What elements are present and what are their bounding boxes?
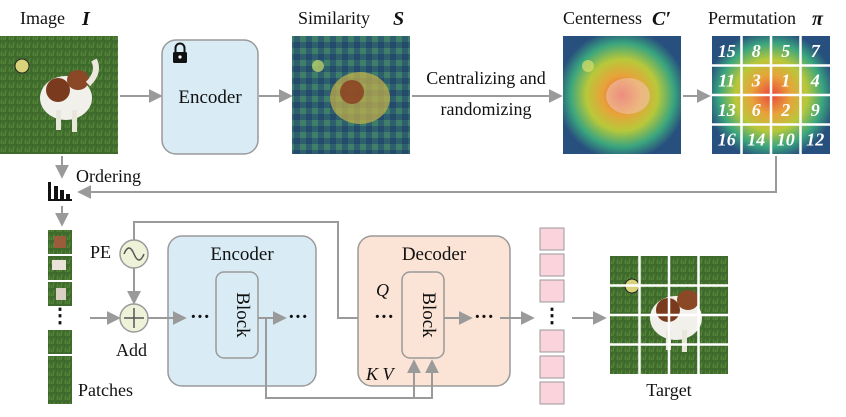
similarity-label: Similarity	[298, 8, 370, 28]
permutation-symbol: π	[812, 8, 824, 30]
sine-wave-icon	[119, 239, 149, 269]
lock-icon	[173, 42, 187, 63]
top-encoder-box	[161, 39, 259, 155]
similarity-map	[292, 36, 410, 154]
arrow-pe-to-decoder-query	[133, 221, 373, 325]
key-value-label: K V	[365, 364, 396, 384]
image-label: Image	[20, 8, 65, 28]
permutation-cell: 13	[718, 100, 736, 120]
encoder-block-label: Block	[232, 292, 253, 338]
decoder-ellipsis-right: ···	[474, 306, 494, 328]
patches-vdots: ⋮	[50, 305, 70, 327]
image-symbol: I	[81, 8, 91, 30]
encoder-ellipsis-right: ···	[288, 306, 308, 328]
output-token-column	[539, 227, 565, 405]
arrow-encoder-value	[266, 359, 439, 399]
permutation-cell: 2	[780, 100, 790, 120]
permutation-cell: 12	[806, 129, 824, 149]
top-encoder-label: Encoder	[178, 87, 242, 108]
input-image	[0, 36, 118, 154]
plus-circle-icon	[119, 303, 149, 333]
target-label: Target	[646, 380, 691, 400]
centerness-label: Centerness	[563, 8, 642, 28]
arrow-permutation-to-ordering	[77, 156, 777, 199]
permutation-cell: 3	[751, 70, 761, 90]
patches-column	[48, 230, 72, 404]
decoder-block	[401, 271, 445, 359]
centerness-map	[563, 36, 681, 154]
bottom-encoder-label: Encoder	[210, 244, 274, 265]
permutation-cell: 15	[718, 41, 736, 61]
permutation-cell: 1	[781, 70, 790, 90]
permutation-cell: 6	[752, 100, 761, 120]
decoder-ellipsis-left: ···	[374, 306, 394, 328]
centerness-symbol: C′	[652, 8, 671, 30]
centralizing-text-line1: Centralizing and	[426, 68, 545, 88]
decoder-label: Decoder	[402, 244, 467, 265]
permutation-cell: 11	[718, 70, 735, 90]
permutation-cell: 5	[781, 41, 790, 61]
ordering-label: Ordering	[76, 166, 141, 186]
centralizing-text-line2: randomizing	[441, 99, 532, 119]
permutation-label: Permutation	[708, 8, 796, 28]
sort-bars-icon	[48, 182, 72, 201]
tokens-vdots: ⋮	[542, 305, 562, 327]
query-label: Q	[376, 280, 389, 300]
target-image	[610, 256, 728, 374]
permutation-cell: 4	[810, 70, 820, 90]
add-label: Add	[116, 340, 147, 360]
permutation-cell: 16	[718, 129, 736, 149]
encoder-block	[215, 271, 259, 359]
pe-label: PE	[90, 242, 111, 262]
permutation-cell: 14	[747, 129, 765, 149]
permutation-cell: 7	[811, 41, 821, 61]
similarity-symbol: S	[393, 8, 404, 30]
permutation-cell: 9	[811, 100, 820, 120]
patches-label: Patches	[78, 380, 133, 400]
permutation-cell: 8	[752, 41, 761, 61]
decoder-block-label: Block	[418, 292, 439, 338]
encoder-ellipsis-left: ···	[190, 306, 210, 328]
permutation-cell: 10	[777, 129, 795, 149]
